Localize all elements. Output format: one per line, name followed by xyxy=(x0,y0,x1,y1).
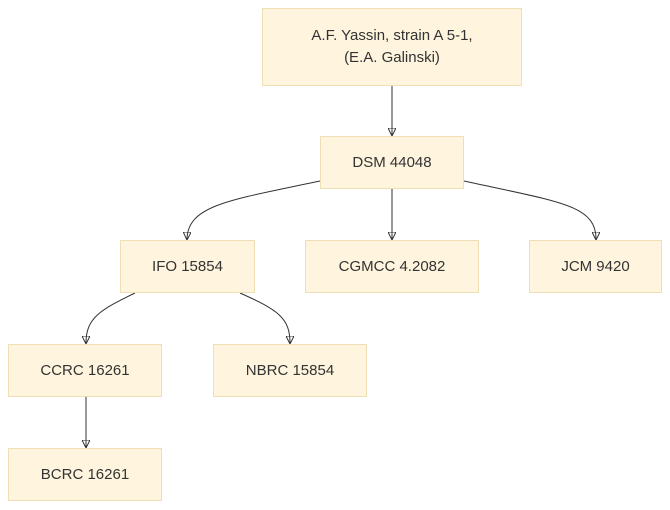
node-jcm: JCM 9420 xyxy=(529,240,662,293)
node-ifo-label: IFO 15854 xyxy=(152,257,223,275)
edge-ifo-ccrc xyxy=(86,292,136,343)
node-cgmcc-label: CGMCC 4.2082 xyxy=(338,257,446,275)
node-ifo: IFO 15854 xyxy=(120,240,255,293)
edge-ifo-nbrc xyxy=(239,292,290,343)
node-ccrc-label: CCRC 16261 xyxy=(40,361,130,379)
node-root-line2: (E.A. Galinski) xyxy=(344,49,440,66)
node-ccrc: CCRC 16261 xyxy=(8,344,162,397)
node-jcm-label: JCM 9420 xyxy=(561,257,630,275)
node-root-line1: A.F. Yassin, strain A 5-1, xyxy=(311,27,473,44)
edge-dsm-jcm xyxy=(463,180,596,239)
node-bcrc-label: BCRC 16261 xyxy=(40,465,130,483)
node-dsm-label: DSM 44048 xyxy=(352,153,432,171)
node-nbrc: NBRC 15854 xyxy=(213,344,367,397)
edge-dsm-ifo xyxy=(187,180,321,239)
node-nbrc-label: NBRC 15854 xyxy=(245,361,335,379)
node-root-strain: A.F. Yassin, strain A 5-1, (E.A. Galinsk… xyxy=(262,8,522,86)
node-dsm: DSM 44048 xyxy=(320,136,464,189)
node-cgmcc: CGMCC 4.2082 xyxy=(305,240,479,293)
node-bcrc: BCRC 16261 xyxy=(8,448,162,501)
